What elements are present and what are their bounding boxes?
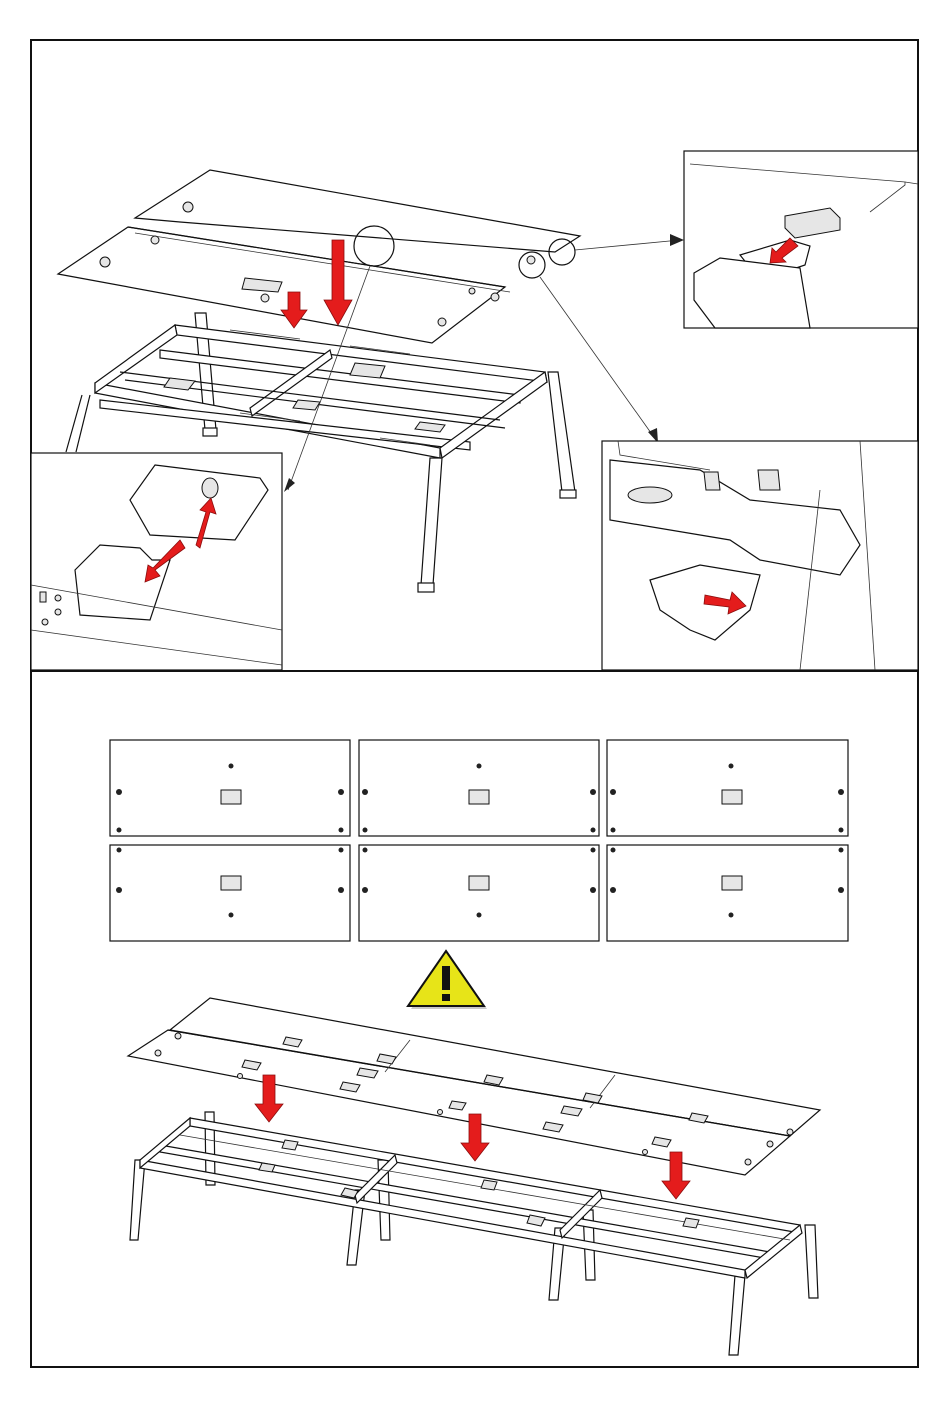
detail-callout-hook-insert — [31, 453, 282, 670]
detail-callout-connector-edge — [684, 151, 918, 328]
desk-top-plan — [359, 845, 599, 941]
desk-top-plan — [607, 845, 848, 941]
warning-triangle-icon — [408, 951, 487, 1009]
desk-top-plan — [110, 740, 350, 836]
layout-grid — [110, 740, 848, 941]
desk-top-plan — [607, 740, 848, 836]
detail-callout-lock-lever — [602, 441, 918, 670]
desk-top-plan — [359, 740, 599, 836]
desk-top-plan — [110, 845, 350, 941]
